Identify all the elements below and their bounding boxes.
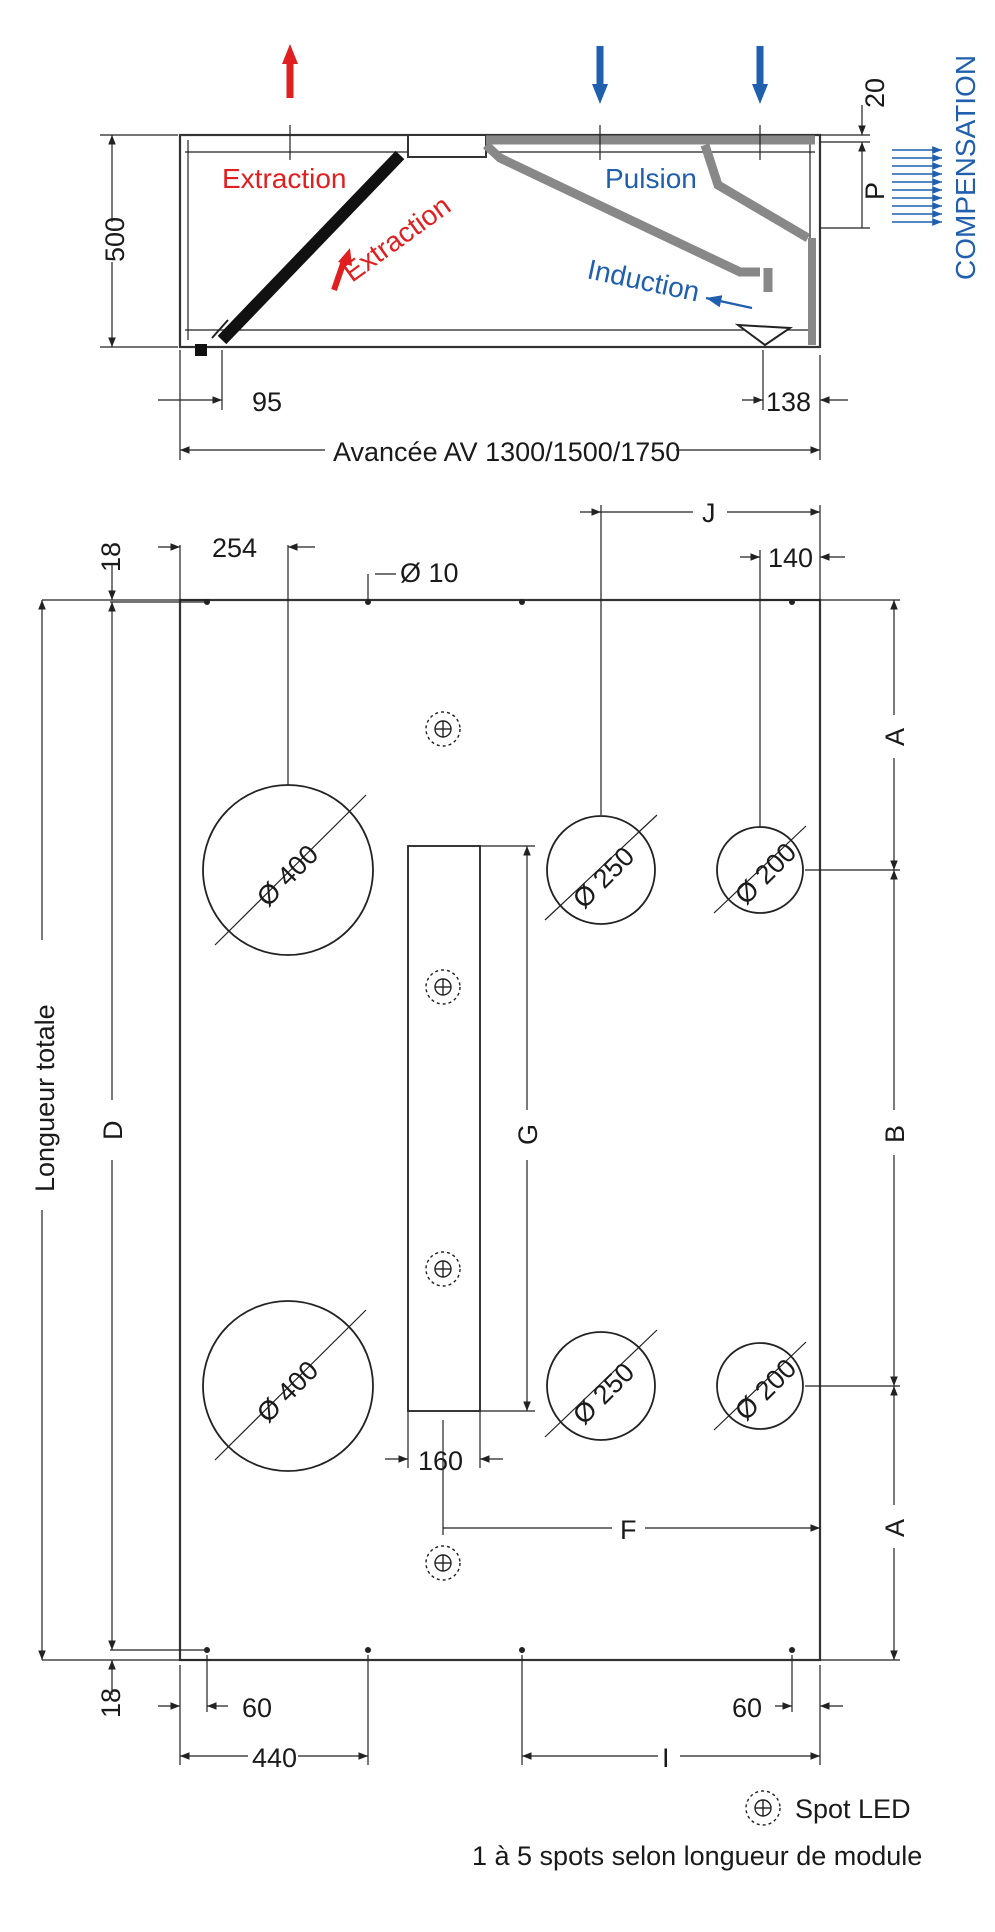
legend: Spot LED 1 à 5 spots selon longueur de m… [472, 1790, 922, 1871]
dim-160: 160 [418, 1446, 463, 1476]
dim-a-top: A [880, 728, 910, 746]
section-view: Extraction Extraction Pulsion Induction … [98, 44, 981, 467]
spot-led-3 [425, 1251, 461, 1287]
dim-j: J [702, 498, 716, 528]
compensation-arrows [892, 146, 942, 226]
label-induction: Induction [585, 254, 703, 308]
dim-254: 254 [212, 533, 257, 563]
legend-note: 1 à 5 spots selon longueur de module [472, 1841, 922, 1871]
dim-top-20: 20 [860, 78, 890, 108]
label-extraction-top: Extraction [222, 163, 347, 194]
label-pulsion: Pulsion [605, 163, 697, 194]
label-compensation: COMPENSATION [950, 55, 981, 280]
dim-right-138: 138 [766, 387, 811, 417]
dim-p: P [860, 182, 890, 200]
central-slot [407, 845, 481, 1412]
spot-led-2 [425, 969, 461, 1005]
dim-440: 440 [252, 1743, 297, 1773]
dim-60-left: 60 [242, 1693, 272, 1723]
dim-left-95: 95 [252, 387, 282, 417]
dim-d: D [98, 1121, 128, 1141]
legend-spot-icon [745, 1790, 781, 1826]
dim-18-top: 18 [96, 542, 126, 572]
fixing-holes [204, 599, 795, 1653]
hole-250-bottom [546, 1331, 656, 1441]
label-circle-400-bottom: Ø 400 [251, 1355, 324, 1428]
hole-200-bottom [716, 1342, 804, 1430]
dim-18-bottom: 18 [96, 1688, 126, 1718]
dim-140: 140 [768, 543, 813, 573]
dim-f: F [620, 1515, 637, 1545]
label-circle-400-top: Ø 400 [251, 839, 324, 912]
label-longueur-totale: Longueur totale [30, 1004, 60, 1192]
supply-duct [482, 141, 760, 277]
dim-i: I [662, 1743, 670, 1773]
spot-led-1 [425, 711, 461, 747]
dim-height: 500 [100, 217, 130, 262]
section-housing [178, 133, 822, 349]
dim-b: B [880, 1125, 910, 1143]
label-circle-250-bottom: Ø 250 [567, 1357, 640, 1430]
hole-400-bottom [202, 1300, 374, 1472]
hole-250-top [546, 815, 656, 925]
dim-a-bottom: A [880, 1519, 910, 1537]
dim-avancee: Avancée AV 1300/1500/1750 [333, 437, 680, 467]
dim-g: G [513, 1124, 543, 1145]
spot-led-4 [425, 1545, 461, 1581]
dim-phi10: Ø 10 [400, 558, 459, 588]
plan-view: Ø 400 Ø 400 Ø 250 Ø 250 Ø 200 Ø 200 254 … [30, 498, 910, 1773]
label-circle-250-top: Ø 250 [567, 841, 640, 914]
dim-60-right: 60 [732, 1693, 762, 1723]
legend-spot-label: Spot LED [795, 1794, 911, 1824]
extraction-filter [217, 150, 405, 345]
plan-outline [178, 598, 822, 1662]
